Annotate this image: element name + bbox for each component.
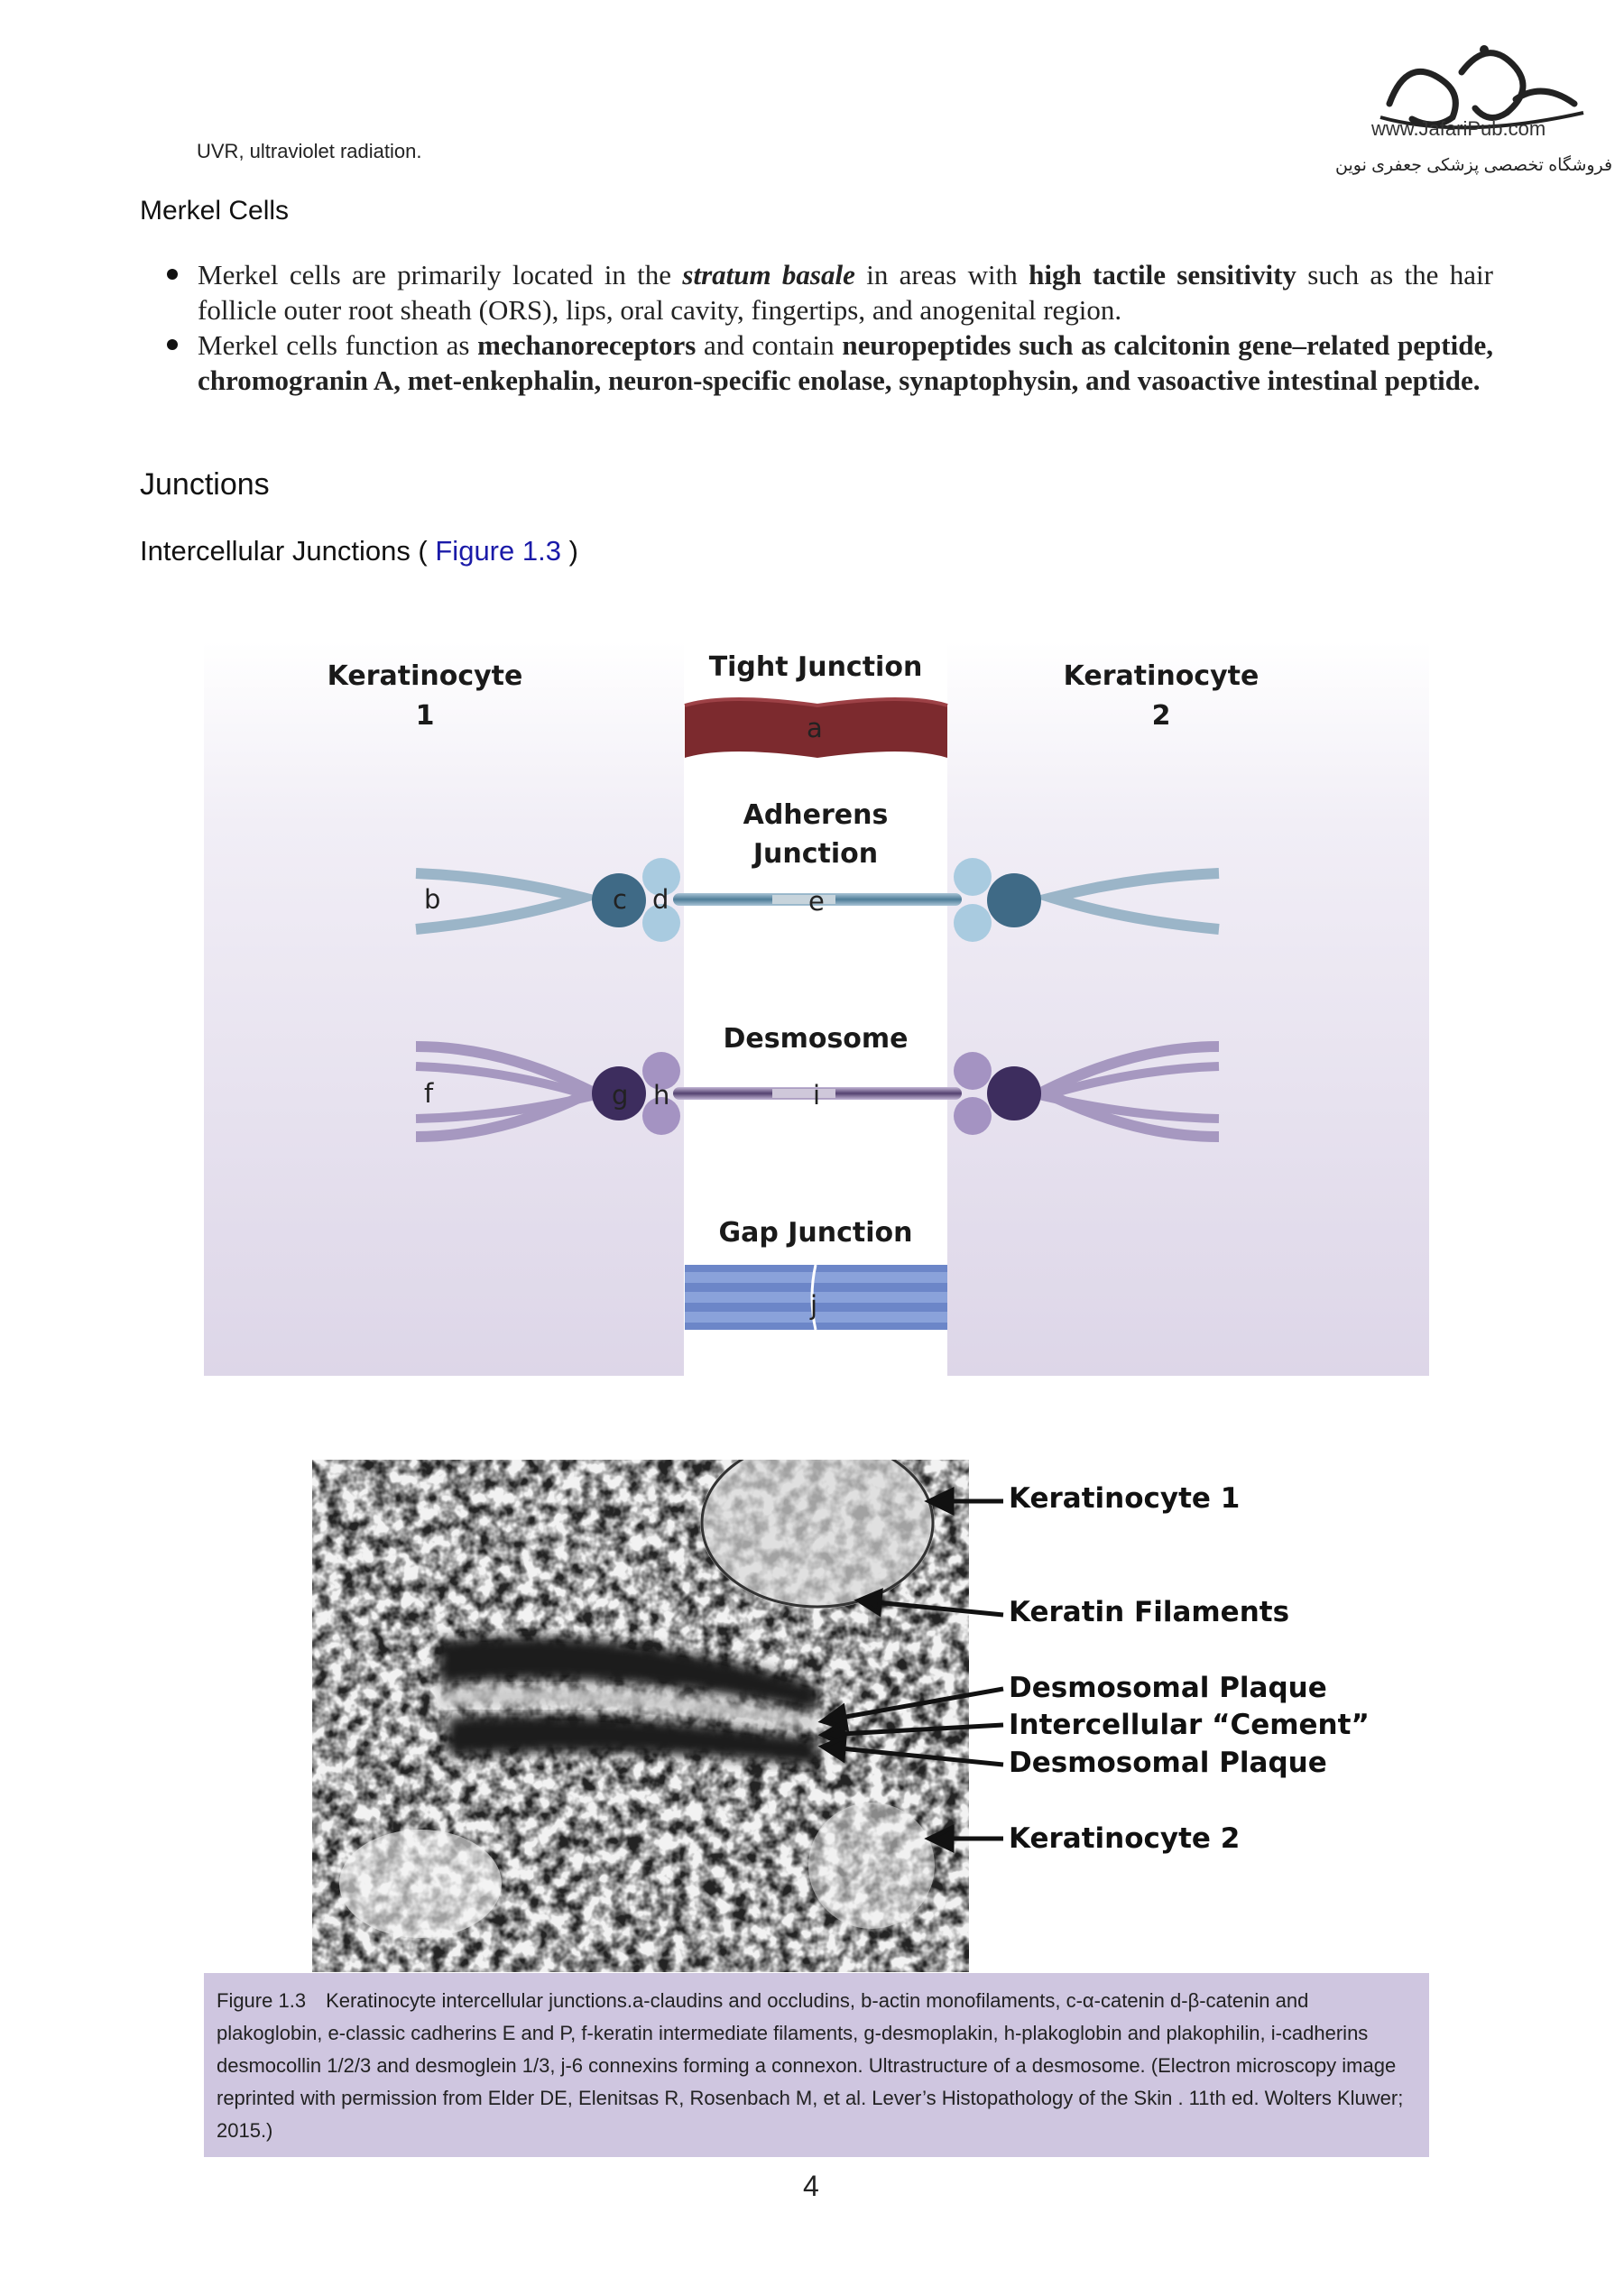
letter-e: e [808,886,825,917]
figure-link[interactable]: Figure 1.3 [435,535,561,567]
top-note: UVR, ultraviolet radiation. [197,140,421,163]
letter-g: g [612,1080,628,1111]
label-adherens-line1: Adherens [684,796,947,835]
label-keratinocyte-1: Keratinocyte 1 [321,657,529,736]
em-label-keratin-filaments: Keratin Filaments [1009,1596,1289,1628]
letter-h: h [653,1080,669,1111]
caption-text: Keratinocyte intercellular junctions.a-c… [217,1989,1403,2142]
label-keratinocyte-2: Keratinocyte 2 [1057,657,1265,736]
letter-i: i [813,1080,820,1111]
caption-figure-number: Figure 1.3 [217,1989,306,2012]
subheading-intercellular-junctions: Intercellular Junctions ( Figure 1.3 ) [140,535,578,567]
label-tight-junction: Tight Junction [684,648,947,687]
label-gap-junction: Gap Junction [684,1213,947,1253]
logo-url: www.JafariPub.com [1371,117,1546,141]
em-label-desmosomal-plaque-1: Desmosomal Plaque [1009,1672,1327,1704]
junction-diagram-graphic [204,641,1429,1376]
junction-diagram: Keratinocyte 1 Tight Junction Keratinocy… [204,641,1429,1376]
letter-j: j [810,1290,817,1321]
section-heading-merkel: Merkel Cells [140,196,289,226]
micrograph-arrows [812,1480,1010,1876]
label-adherens-line2: Junction [684,834,947,874]
page-number: 4 [803,2170,819,2203]
logo-persian-text: فروشگاه تخصصی پزشکی جعفری نوین [1335,155,1612,176]
letter-f: f [424,1078,433,1109]
em-label-keratinocyte-1: Keratinocyte 1 [1009,1482,1240,1515]
section-heading-junctions: Junctions [140,467,270,503]
letter-a: a [807,713,823,743]
bullet-item-function: Merkel cells function as mechanoreceptor… [167,327,1493,398]
letter-b: b [424,884,440,915]
em-label-keratinocyte-2: Keratinocyte 2 [1009,1822,1240,1855]
letter-d: d [652,884,669,915]
bullet-item-location: Merkel cells are primarily located in th… [167,257,1493,327]
letter-c: c [613,884,627,915]
merkel-bullet-list: Merkel cells are primarily located in th… [167,257,1493,398]
label-desmosome: Desmosome [684,1019,947,1059]
em-label-intercellular-cement: Intercellular “Cement” [1009,1709,1370,1741]
em-label-desmosomal-plaque-2: Desmosomal Plaque [1009,1747,1327,1779]
